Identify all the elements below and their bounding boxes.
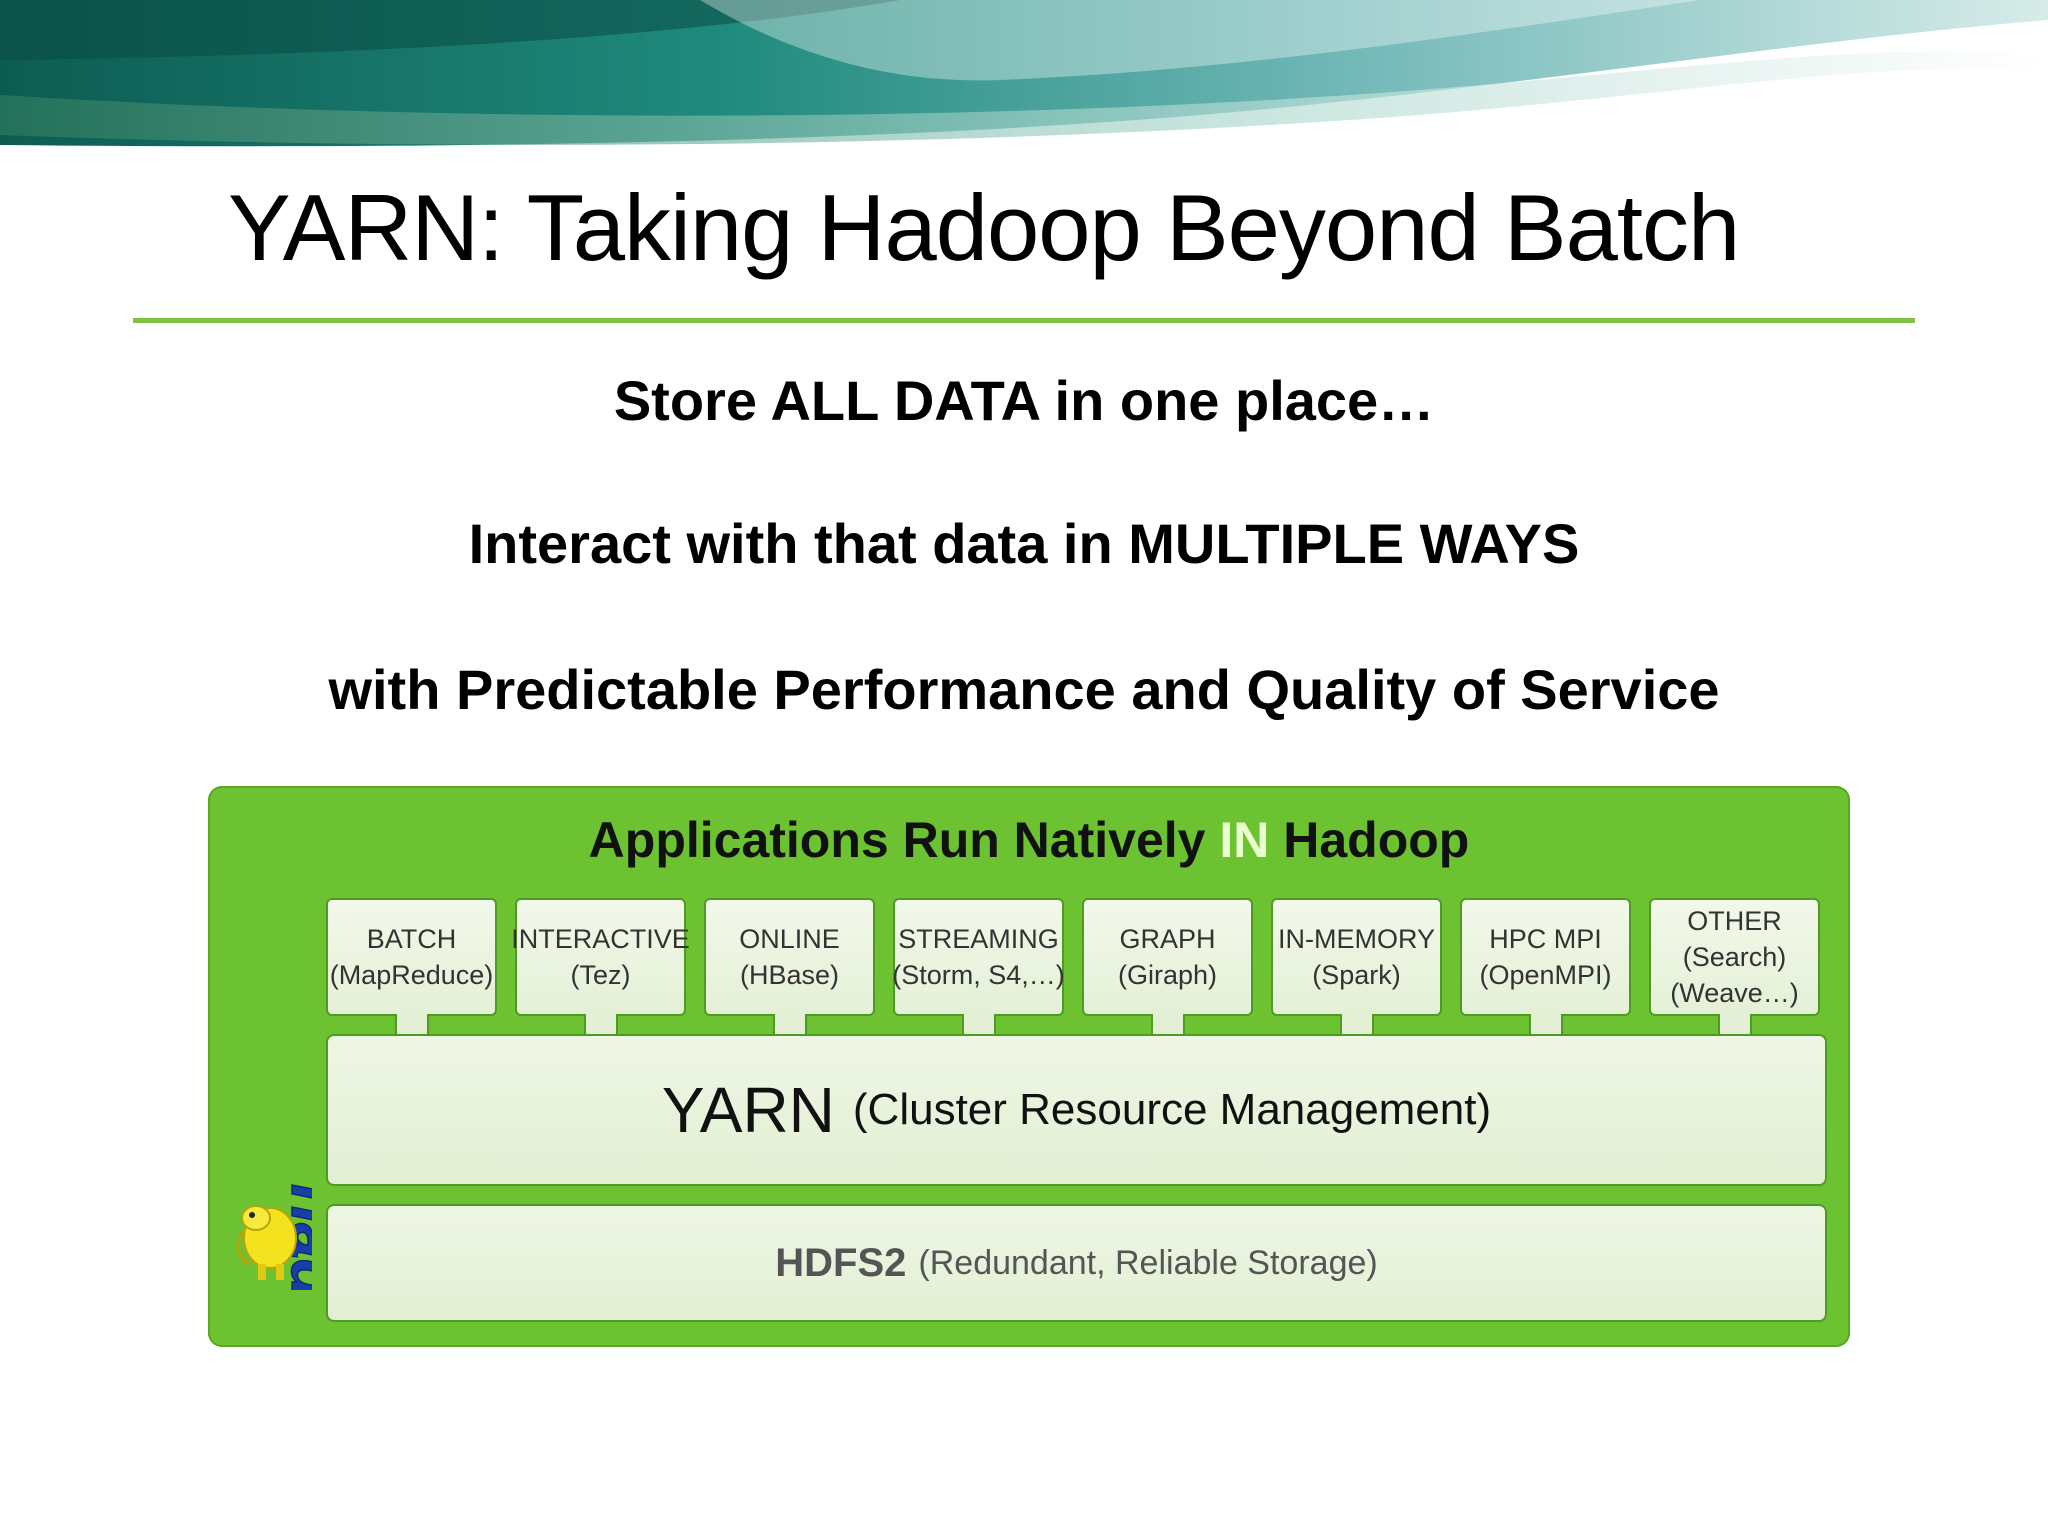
app-box-line: STREAMING [892, 921, 1065, 957]
app-box-line: BATCH [330, 921, 494, 957]
hdfs2-label: HDFS2 [775, 1241, 906, 1286]
app-box-line: GRAPH [1118, 921, 1217, 957]
hadoop-stack-diagram: Applications Run Natively IN Hadoop hado… [208, 786, 1850, 1347]
hadoop-logo: hadoop [226, 932, 312, 1290]
app-box-line: (Tez) [511, 957, 690, 993]
app-box: BATCH(MapReduce) [326, 898, 497, 1016]
app-box-text: BATCH(MapReduce) [330, 921, 494, 993]
app-box-line: (Search) [1670, 939, 1799, 975]
app-box: ONLINE(HBase) [704, 898, 875, 1016]
diagram-heading-part: Hadoop [1269, 812, 1469, 868]
app-box-line: IN-MEMORY [1278, 921, 1435, 957]
hdfs2-description: (Redundant, Reliable Storage) [918, 1244, 1377, 1283]
app-box-text: INTERACTIVE(Tez) [511, 921, 690, 993]
app-box: HPC MPI(OpenMPI) [1460, 898, 1631, 1016]
diagram-heading: Applications Run Natively IN Hadoop [208, 808, 1850, 872]
app-box-line: (Storm, S4,…) [892, 957, 1065, 993]
app-box: INTERACTIVE(Tez) [515, 898, 686, 1016]
app-box-line: INTERACTIVE [511, 921, 690, 957]
app-box-text: HPC MPI(OpenMPI) [1479, 921, 1611, 993]
yarn-description: (Cluster Resource Management) [853, 1085, 1491, 1135]
app-box-line: (Weave…) [1670, 975, 1799, 1011]
app-box-line: (Giraph) [1118, 957, 1217, 993]
app-box-line: ONLINE [739, 921, 840, 957]
app-box: OTHER(Search)(Weave…) [1649, 898, 1820, 1016]
yarn-layer: YARN (Cluster Resource Management) [326, 1034, 1827, 1186]
app-box: IN-MEMORY(Spark) [1271, 898, 1442, 1016]
header-swoosh [0, 0, 2048, 160]
yarn-label: YARN [662, 1073, 835, 1147]
app-box-line: (MapReduce) [330, 957, 494, 993]
hdfs2-layer: HDFS2 (Redundant, Reliable Storage) [326, 1204, 1827, 1322]
headline-line-1: Store ALL DATA in one place… [0, 366, 2048, 436]
slide-title: YARN: Taking Hadoop Beyond Batch [228, 168, 1739, 288]
app-box-line: (OpenMPI) [1479, 957, 1611, 993]
app-box-line: (HBase) [739, 957, 840, 993]
app-box: STREAMING(Storm, S4,…) [893, 898, 1064, 1016]
app-box-text: IN-MEMORY(Spark) [1278, 921, 1435, 993]
diagram-heading-highlight: IN [1219, 812, 1269, 868]
app-box-text: STREAMING(Storm, S4,…) [892, 921, 1065, 993]
app-box-text: ONLINE(HBase) [739, 921, 840, 993]
headline-line-3: with Predictable Performance and Quality… [0, 655, 2048, 725]
diagram-heading-part: Applications Run Natively [589, 812, 1220, 868]
title-divider [133, 318, 1915, 323]
app-box-line: OTHER [1670, 903, 1799, 939]
app-box-line: (Spark) [1278, 957, 1435, 993]
app-box-text: GRAPH(Giraph) [1118, 921, 1217, 993]
headline-line-2: Interact with that data in MULTIPLE WAYS [0, 509, 2048, 579]
app-box: GRAPH(Giraph) [1082, 898, 1253, 1016]
app-box-line: HPC MPI [1479, 921, 1611, 957]
app-box-text: OTHER(Search)(Weave…) [1670, 903, 1799, 1011]
